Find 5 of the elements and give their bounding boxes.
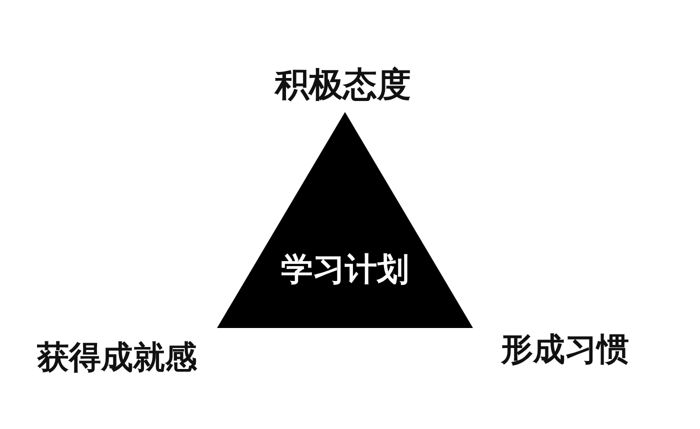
vertex-label: 积极态度 [275,64,411,107]
vertex-label: 获得成就感 [37,337,197,378]
triangle-shape [217,112,473,328]
vertex-label: 形成习惯 [501,329,629,370]
node-label: 学习计划 [281,249,409,290]
